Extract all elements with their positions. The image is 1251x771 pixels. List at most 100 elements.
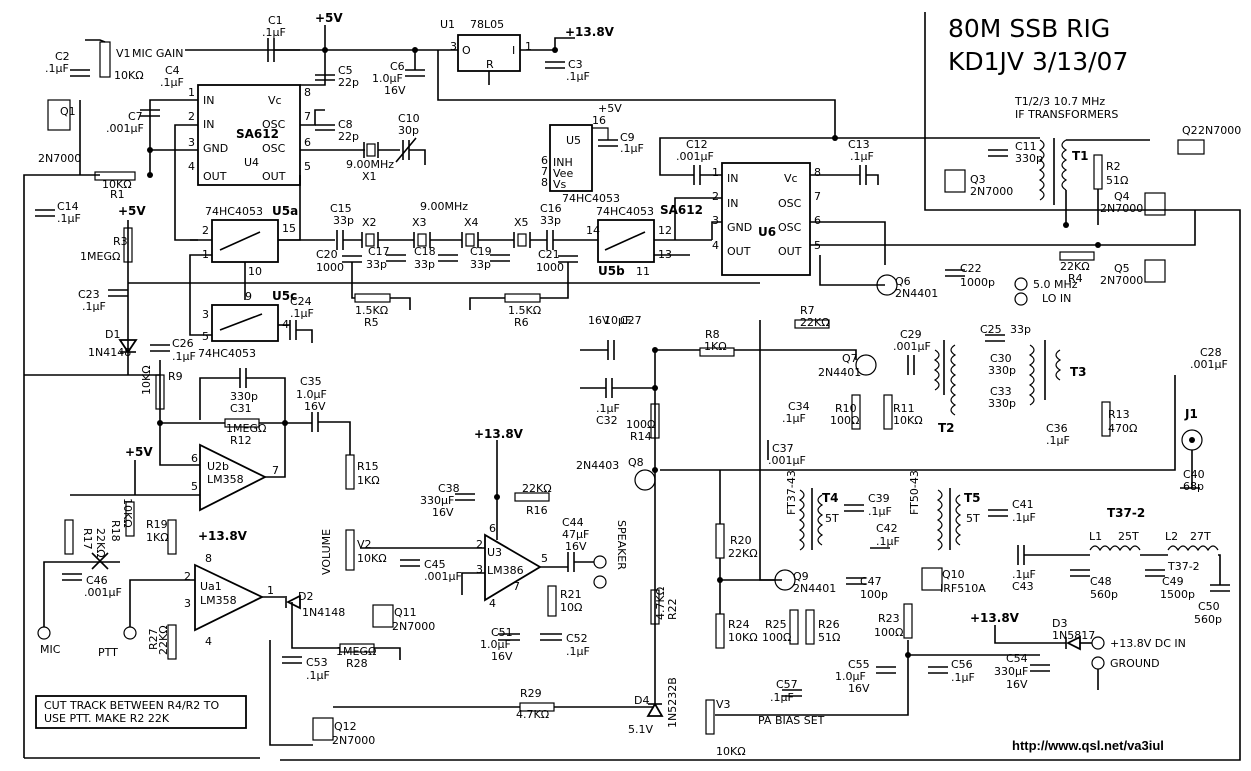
svg-text:Q3: Q3 <box>970 173 986 186</box>
svg-text:IN: IN <box>203 118 214 131</box>
svg-text:1N4148: 1N4148 <box>302 606 345 619</box>
svg-text:Q2: Q2 <box>1182 124 1198 137</box>
svg-text:3: 3 <box>712 214 719 227</box>
svg-text:1000: 1000 <box>316 261 344 274</box>
svg-text:15: 15 <box>282 222 296 235</box>
svg-text:8: 8 <box>814 166 821 179</box>
u6-sa612-mixer: IN IN GND OUT Vc OSC OSC OUT U6 1 2 3 4 … <box>659 137 1196 286</box>
svg-text:C48: C48 <box>1090 575 1112 588</box>
svg-text:C11: C11 <box>1015 140 1037 153</box>
svg-text:I: I <box>512 44 515 57</box>
svg-text:9: 9 <box>245 290 252 303</box>
svg-text:+5V: +5V <box>315 11 343 25</box>
source-url: http://www.qsl.net/va3iul <box>1012 738 1164 753</box>
svg-text:V2: V2 <box>357 538 372 551</box>
svg-text:2N7000: 2N7000 <box>392 620 435 633</box>
svg-text:Q5: Q5 <box>1114 262 1130 275</box>
svg-text:100Ω: 100Ω <box>830 414 859 427</box>
svg-text:C44: C44 <box>562 516 584 529</box>
svg-text:Vc: Vc <box>784 172 798 185</box>
svg-text:33p: 33p <box>414 258 435 271</box>
svg-text:R15: R15 <box>357 460 379 473</box>
svg-text:R18: R18 <box>109 520 122 542</box>
svg-text:1.5KΩ: 1.5KΩ <box>508 304 541 317</box>
svg-text:10µF: 10µF <box>604 314 631 327</box>
svg-text:X2: X2 <box>362 216 377 229</box>
svg-text:R28: R28 <box>346 657 368 670</box>
svg-text:6: 6 <box>489 522 496 535</box>
svg-text:30p: 30p <box>398 124 419 137</box>
svg-text:SPEAKER: SPEAKER <box>615 520 628 570</box>
svg-text:2: 2 <box>712 190 719 203</box>
svg-text:10KΩ: 10KΩ <box>121 498 134 528</box>
svg-text:6: 6 <box>304 136 311 149</box>
svg-text:C8: C8 <box>338 118 353 131</box>
svg-text:27T: 27T <box>1190 530 1211 543</box>
u4-sa612-modulator: IN IN GND OUT Vc OSC OSC OUT SA612 U4 1 … <box>149 84 365 241</box>
svg-text:4.7KΩ: 4.7KΩ <box>516 708 549 721</box>
svg-text:.1µF: .1µF <box>1012 511 1036 524</box>
svg-text:R4: R4 <box>1068 272 1083 285</box>
svg-text:U5: U5 <box>566 134 581 147</box>
svg-text:R19: R19 <box>146 518 168 531</box>
svg-text:+5V: +5V <box>598 102 622 115</box>
svg-text:C32: C32 <box>596 414 618 427</box>
svg-text:C56: C56 <box>951 658 973 671</box>
svg-text:10Ω: 10Ω <box>560 601 582 614</box>
svg-text:C19: C19 <box>470 245 492 258</box>
svg-text:5.0 MHz: 5.0 MHz <box>1033 278 1078 291</box>
svg-text:C28: C28 <box>1200 346 1222 359</box>
svg-text:.1µF: .1µF <box>160 76 184 89</box>
svg-text:1.0µF: 1.0µF <box>296 388 327 401</box>
svg-text:1MEGΩ: 1MEGΩ <box>336 645 376 658</box>
svg-text:+13.8V: +13.8V <box>474 427 524 441</box>
svg-text:X1: X1 <box>362 170 377 183</box>
svg-text:C7: C7 <box>128 110 143 123</box>
svg-text:Vee: Vee <box>553 167 573 180</box>
svg-text:GND: GND <box>203 142 228 155</box>
svg-text:OSC: OSC <box>778 197 802 210</box>
svg-text:4: 4 <box>712 239 719 252</box>
svg-text:T1: T1 <box>1072 149 1089 163</box>
svg-text:R10: R10 <box>835 402 857 415</box>
svg-text:74HC4053: 74HC4053 <box>198 347 256 360</box>
svg-text:MIC GAIN: MIC GAIN <box>132 47 183 60</box>
svg-text:6: 6 <box>814 214 821 227</box>
svg-text:R12: R12 <box>230 434 252 447</box>
svg-text:PTT: PTT <box>98 646 118 659</box>
svg-text:330µF: 330µF <box>994 665 1028 678</box>
title-line-1: 80M SSB RIG <box>948 14 1110 43</box>
svg-text:U3: U3 <box>487 546 502 559</box>
svg-text:.1µF: .1µF <box>1046 434 1070 447</box>
svg-text:C27: C27 <box>620 314 642 327</box>
svg-text:6: 6 <box>541 154 548 167</box>
svg-text:T4: T4 <box>822 491 839 505</box>
svg-text:C33: C33 <box>990 385 1012 398</box>
svg-text:C16: C16 <box>540 202 562 215</box>
svg-text:470Ω: 470Ω <box>1108 422 1137 435</box>
svg-text:5: 5 <box>202 330 209 343</box>
svg-text:C35: C35 <box>300 375 322 388</box>
svg-text:LM358: LM358 <box>207 473 244 486</box>
svg-text:2N7000: 2N7000 <box>1100 274 1143 287</box>
svg-text:.1µF: .1µF <box>57 212 81 225</box>
svg-text:4.7KΩ: 4.7KΩ <box>654 587 667 620</box>
svg-text:C5: C5 <box>338 64 353 77</box>
svg-text:74HC4053: 74HC4053 <box>596 205 654 218</box>
svg-text:2N4403: 2N4403 <box>576 459 619 472</box>
svg-text:74HC4053: 74HC4053 <box>562 192 620 205</box>
title-line-2: KD1JV 3/13/07 <box>948 47 1128 76</box>
svg-text:D2: D2 <box>298 590 313 603</box>
svg-text:LM386: LM386 <box>487 564 524 577</box>
svg-text:+5V: +5V <box>118 204 146 218</box>
svg-text:1N4148: 1N4148 <box>88 346 131 359</box>
svg-text:10KΩ: 10KΩ <box>728 631 758 644</box>
svg-text:T3: T3 <box>1070 365 1087 379</box>
svg-text:2N7000: 2N7000 <box>1100 202 1143 215</box>
